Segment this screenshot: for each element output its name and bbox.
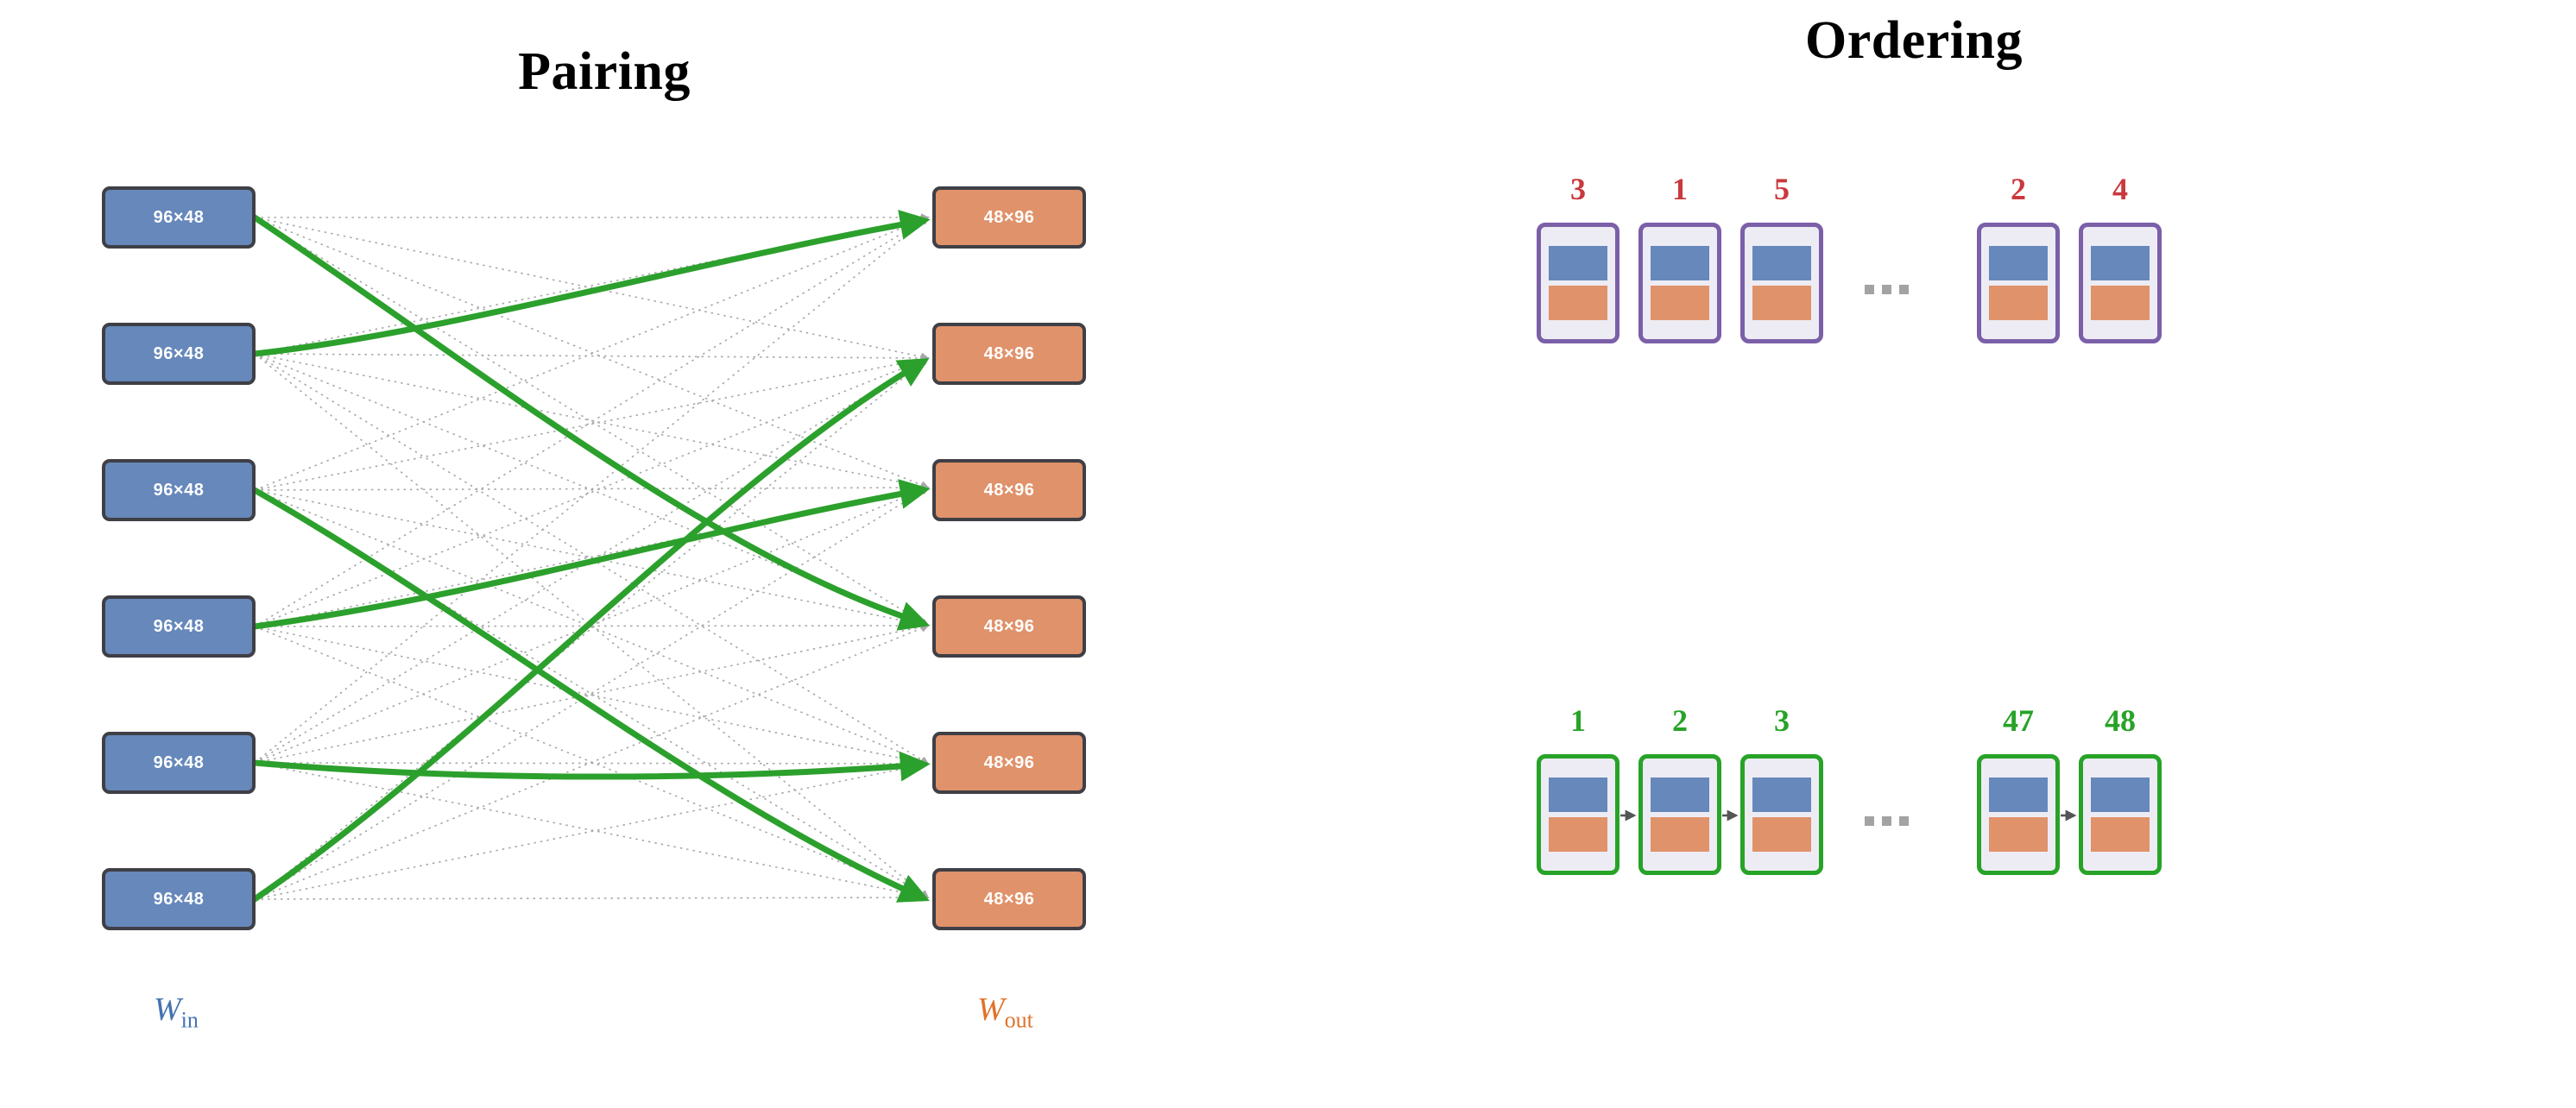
unordered-card-3[interactable] bbox=[1740, 223, 1823, 343]
pairing-edges-canvas bbox=[251, 210, 931, 903]
w-out-node-6-label: 48×96 bbox=[983, 889, 1035, 909]
w-out-node-2-label: 48×96 bbox=[983, 343, 1035, 363]
card-orange-bar bbox=[1989, 817, 2048, 852]
matched-edge-4-to-3 bbox=[251, 479, 931, 630]
w-out-node-4[interactable]: 48×96 bbox=[932, 595, 1086, 658]
card-orange-bar bbox=[1651, 286, 1709, 320]
unordered-card-number-3: 5 bbox=[1774, 172, 1790, 206]
ordered-card-1[interactable] bbox=[1537, 754, 1619, 875]
unordered-card-number-1: 3 bbox=[1570, 172, 1586, 206]
w-out-node-1[interactable]: 48×96 bbox=[932, 186, 1086, 249]
order-sequence-arrow-1-icon bbox=[1620, 809, 1637, 822]
card-blue-bar bbox=[1752, 777, 1811, 812]
w-out-node-6[interactable]: 48×96 bbox=[932, 868, 1086, 930]
w-out-node-1-label: 48×96 bbox=[983, 207, 1035, 227]
w-in-node-2[interactable]: 96×48 bbox=[102, 323, 256, 385]
ordered-card-number-5: 48 bbox=[2105, 703, 2136, 738]
w-in-node-6-label: 96×48 bbox=[153, 889, 205, 909]
unordered-card-2[interactable] bbox=[1638, 223, 1721, 343]
w-in-axis-label: Win bbox=[154, 991, 199, 1034]
ordered-card-5[interactable] bbox=[2079, 754, 2162, 875]
ordering-panel: Ordering 3 1 5 2 4 bbox=[1252, 0, 2576, 1108]
w-in-node-4-label: 96×48 bbox=[153, 616, 205, 636]
w-out-node-3-label: 48×96 bbox=[983, 480, 1035, 500]
ordered-card-number-2: 2 bbox=[1672, 703, 1688, 738]
ordered-card-number-4: 47 bbox=[2003, 703, 2034, 738]
card-blue-bar bbox=[1651, 777, 1709, 812]
card-blue-bar bbox=[2091, 246, 2150, 280]
unordered-card-number-2: 1 bbox=[1672, 172, 1688, 206]
pairing-panel: Pairing bbox=[0, 0, 1252, 1108]
unordered-card-5[interactable] bbox=[2079, 223, 2162, 343]
candidate-edges bbox=[254, 213, 930, 902]
card-orange-bar bbox=[1549, 286, 1607, 320]
unordered-card-1[interactable] bbox=[1537, 223, 1619, 343]
card-blue-bar bbox=[1989, 246, 2048, 280]
w-in-node-4[interactable]: 96×48 bbox=[102, 595, 256, 658]
ordered-card-number-3: 3 bbox=[1774, 703, 1790, 738]
unordered-card-4[interactable] bbox=[1977, 223, 2060, 343]
w-out-node-2[interactable]: 48×96 bbox=[932, 323, 1086, 385]
card-orange-bar bbox=[2091, 817, 2150, 852]
unordered-card-number-5: 4 bbox=[2112, 172, 2128, 206]
card-orange-bar bbox=[1651, 817, 1709, 852]
w-out-node-5-label: 48×96 bbox=[983, 752, 1035, 772]
ordered-card-2[interactable] bbox=[1638, 754, 1721, 875]
ordered-card-3[interactable] bbox=[1740, 754, 1823, 875]
pairing-title: Pairing bbox=[518, 42, 691, 101]
w-out-base: W bbox=[977, 992, 1005, 1028]
matched-edge-3-to-6 bbox=[251, 487, 930, 903]
w-in-node-6[interactable]: 96×48 bbox=[102, 868, 256, 930]
matched-edge-2-to-1 bbox=[251, 210, 931, 357]
w-in-subscript: in bbox=[180, 1007, 199, 1033]
card-blue-bar bbox=[1651, 246, 1709, 280]
card-blue-bar bbox=[1989, 777, 2048, 812]
w-out-node-4-label: 48×96 bbox=[983, 616, 1035, 636]
ordered-card-4[interactable] bbox=[1977, 754, 2060, 875]
card-blue-bar bbox=[2091, 777, 2150, 812]
order-sequence-arrow-3-icon bbox=[2061, 809, 2077, 822]
w-out-subscript: out bbox=[1004, 1007, 1033, 1033]
card-orange-bar bbox=[2091, 286, 2150, 320]
unordered-card-number-4: 2 bbox=[2011, 172, 2026, 206]
w-out-node-3[interactable]: 48×96 bbox=[932, 459, 1086, 521]
ordered-card-number-1: 1 bbox=[1570, 703, 1586, 738]
w-in-node-1[interactable]: 96×48 bbox=[102, 186, 256, 249]
matched-edges bbox=[251, 210, 931, 903]
card-orange-bar bbox=[1752, 286, 1811, 320]
w-out-axis-label: Wout bbox=[977, 991, 1033, 1034]
unordered-row-ellipsis-icon bbox=[1865, 285, 1909, 294]
ordering-title: Ordering bbox=[1805, 11, 2023, 70]
w-in-node-5-label: 96×48 bbox=[153, 752, 205, 772]
card-orange-bar bbox=[1752, 817, 1811, 852]
card-orange-bar bbox=[1989, 286, 2048, 320]
matched-edge-6-to-2 bbox=[251, 358, 930, 903]
w-in-node-5[interactable]: 96×48 bbox=[102, 732, 256, 794]
matched-edge-5-to-5 bbox=[251, 751, 931, 782]
w-in-node-3[interactable]: 96×48 bbox=[102, 459, 256, 521]
ordered-row-ellipsis-icon bbox=[1865, 816, 1909, 826]
card-orange-bar bbox=[1549, 817, 1607, 852]
w-out-node-5[interactable]: 48×96 bbox=[932, 732, 1086, 794]
card-blue-bar bbox=[1549, 246, 1607, 280]
w-in-base: W bbox=[154, 992, 181, 1028]
order-sequence-arrow-2-icon bbox=[1722, 809, 1739, 822]
card-blue-bar bbox=[1752, 246, 1811, 280]
card-blue-bar bbox=[1549, 777, 1607, 812]
w-in-node-2-label: 96×48 bbox=[153, 343, 205, 363]
matched-edge-1-to-4 bbox=[251, 214, 931, 631]
w-in-node-1-label: 96×48 bbox=[153, 207, 205, 227]
w-in-node-3-label: 96×48 bbox=[153, 480, 205, 500]
